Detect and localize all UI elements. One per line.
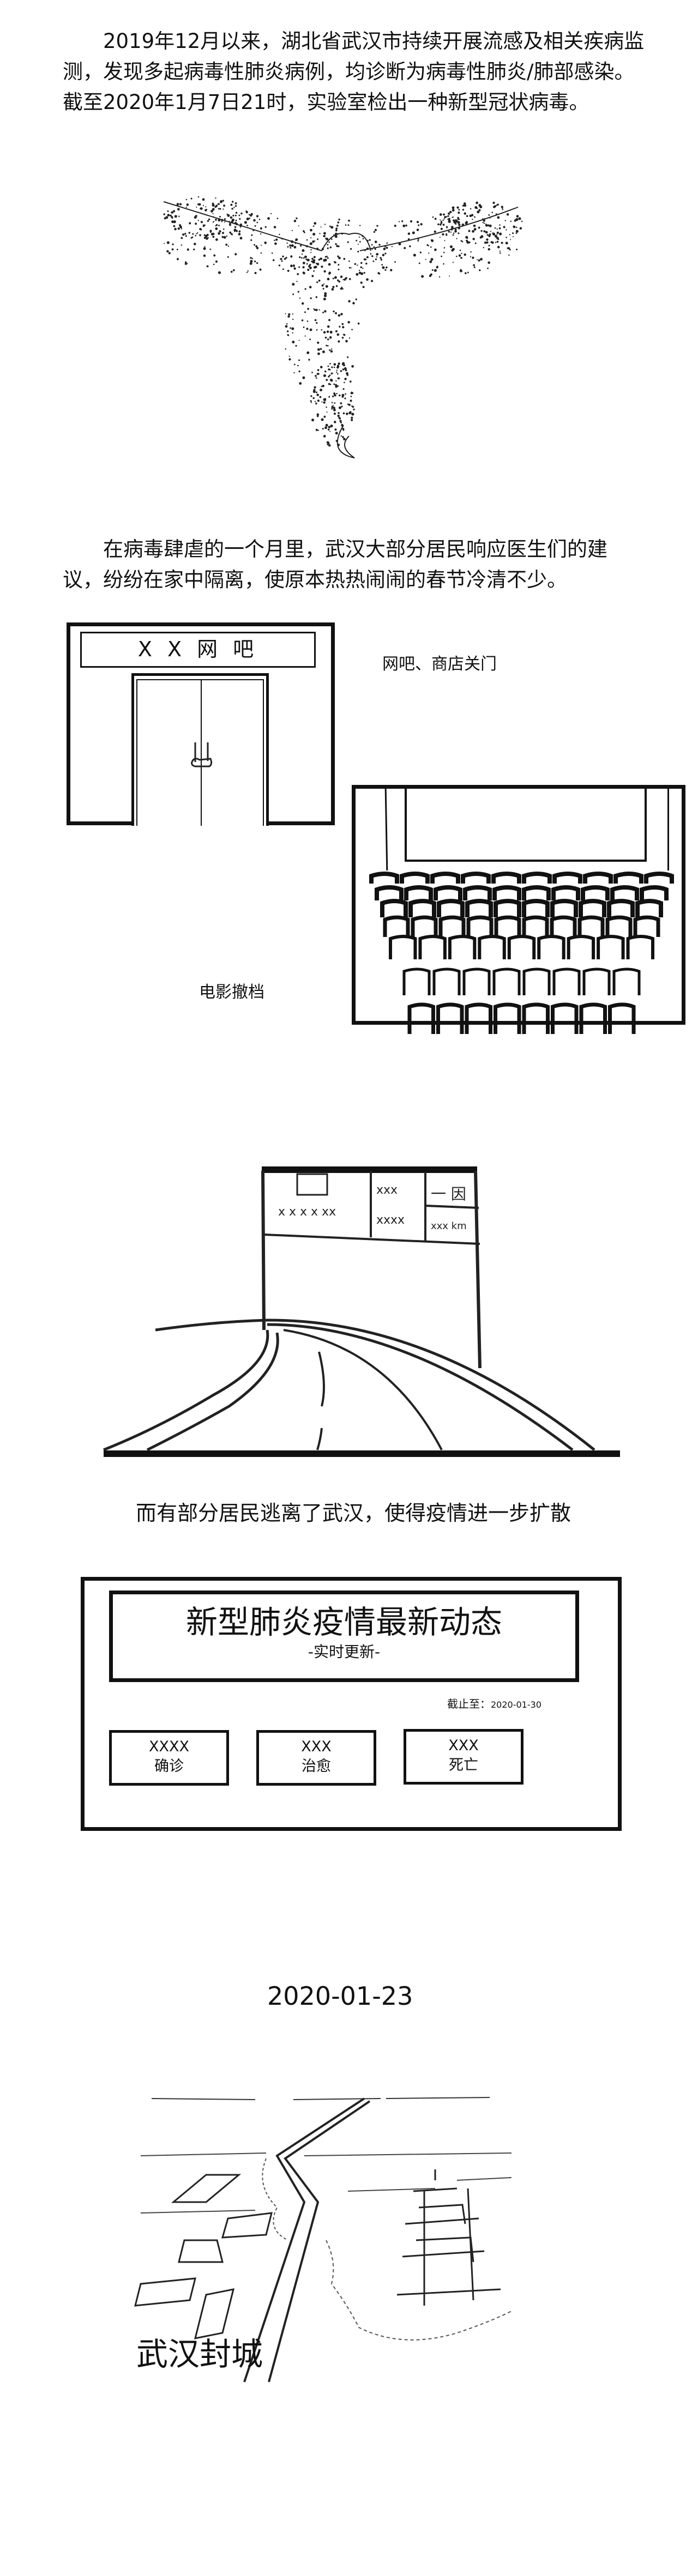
as-of: 截止至：2020-01-30 (447, 1695, 541, 1711)
stat-confirmed: XXXX 确诊 (109, 1730, 229, 1786)
netcafe-sign: X X 网 吧 (80, 632, 316, 668)
cinema-caption: 电影撤档 (199, 983, 264, 1002)
stat-deaths: XXX 死亡 (404, 1729, 524, 1785)
svg-text:xxx: xxx (376, 1183, 398, 1197)
stat-value: XXX (301, 1738, 332, 1755)
stat-value: XXX (448, 1737, 479, 1754)
as-of-date: 2020-01-30 (491, 1700, 541, 1710)
highway-illustration: x x x x xx xxx xxxx 一 因 xxx km (103, 1166, 620, 1457)
netcafe-door (131, 673, 269, 826)
stat-value: XXXX (149, 1738, 189, 1755)
virus-dragon-illustration (163, 196, 523, 458)
svg-text:xxxx: xxxx (376, 1213, 405, 1227)
lockdown-date: 2020-01-23 (267, 1981, 413, 2011)
stat-recovered: XXX 治愈 (256, 1730, 376, 1786)
cinema-screen (405, 789, 647, 862)
svg-text:xxx km: xxx km (431, 1220, 467, 1232)
cinema-seats (369, 872, 674, 1034)
svg-text:一 因: 一 因 (431, 1185, 466, 1203)
lockdown-caption: 武汉封城 (136, 2336, 263, 2373)
dashboard-header: 新型肺炎疫情最新动态 -实时更新- (109, 1591, 579, 1682)
svg-text:x x x x xx: x x x x xx (278, 1205, 336, 1219)
padlock-chain-icon (191, 742, 213, 767)
as-of-label: 截止至： (447, 1697, 491, 1710)
stat-label: 死亡 (449, 1757, 478, 1774)
intro-paragraph: 2019年12月以来，湖北省武汉市持续开展流感及相关疾病监测，发现多起病毒性肺炎… (63, 29, 645, 114)
epidemic-dashboard: 新型肺炎疫情最新动态 -实时更新- 截止至：2020-01-30 XXXX 确诊… (81, 1577, 622, 1831)
wuhan-city-sketch (134, 2097, 512, 2383)
cinema-panel (352, 785, 685, 1034)
netcafe-caption: 网吧、商店关门 (382, 655, 497, 674)
dashboard-title: 新型肺炎疫情最新动态 (185, 1604, 502, 1641)
quarantine-paragraph: 在病毒肆虐的一个月里，武汉大部分居民响应医生们的建议，纷纷在家中隔离，使原本热热… (63, 537, 607, 591)
dashboard-subtitle: -实时更新- (308, 1643, 381, 1661)
netcafe-panel: X X 网 吧 (67, 622, 335, 826)
stat-label: 治愈 (302, 1758, 331, 1775)
stat-label: 确诊 (154, 1758, 184, 1775)
escape-caption: 而有部分居民逃离了武汉，使得疫情进一步扩散 (136, 1501, 571, 1525)
